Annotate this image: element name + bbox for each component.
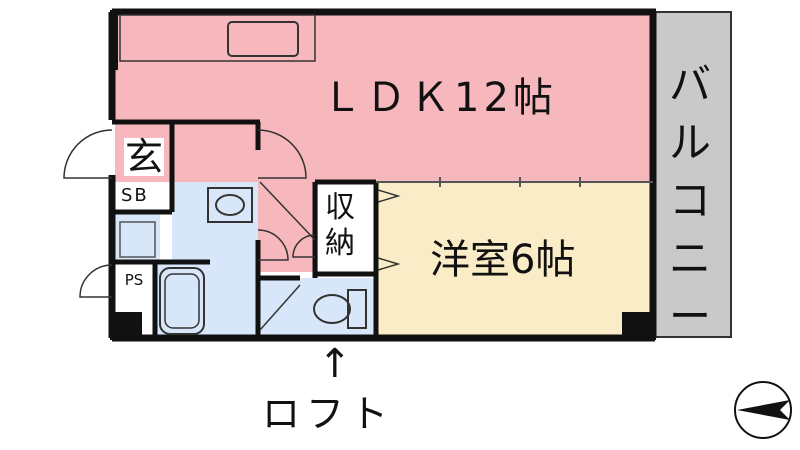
kitchen-sink-icon <box>227 21 299 57</box>
pillar <box>622 312 656 340</box>
pillar <box>110 312 142 340</box>
entrance-floor <box>115 212 160 262</box>
ps-label: PS <box>124 271 144 289</box>
washbasin-icon <box>207 187 253 223</box>
walls <box>108 8 657 342</box>
north-compass-icon <box>734 381 792 439</box>
interior-walls <box>112 119 379 338</box>
youshitsu-label: 洋室6帖 <box>430 237 576 283</box>
shuno-label: 収納 <box>325 190 355 261</box>
ldk-label: ＬＤＫ12帖 <box>322 75 557 121</box>
sb-label: SB <box>121 185 149 206</box>
pillar <box>110 10 118 70</box>
loft-arrow: ↑ <box>318 341 352 387</box>
youshitsu-area <box>376 182 653 337</box>
genkan-label: 玄 <box>124 135 165 179</box>
balcony-area <box>652 11 732 338</box>
bathtub-icon <box>159 267 205 335</box>
kitchen-counter <box>119 14 316 62</box>
door-swings <box>63 129 316 331</box>
ldk-lower-area <box>170 125 260 187</box>
balcony-label: バルコニー <box>668 60 711 341</box>
washer-pan <box>119 221 156 258</box>
toilet-icon <box>313 289 367 329</box>
closet-door-marks <box>377 189 401 271</box>
loft-label: ロフト <box>262 392 395 436</box>
